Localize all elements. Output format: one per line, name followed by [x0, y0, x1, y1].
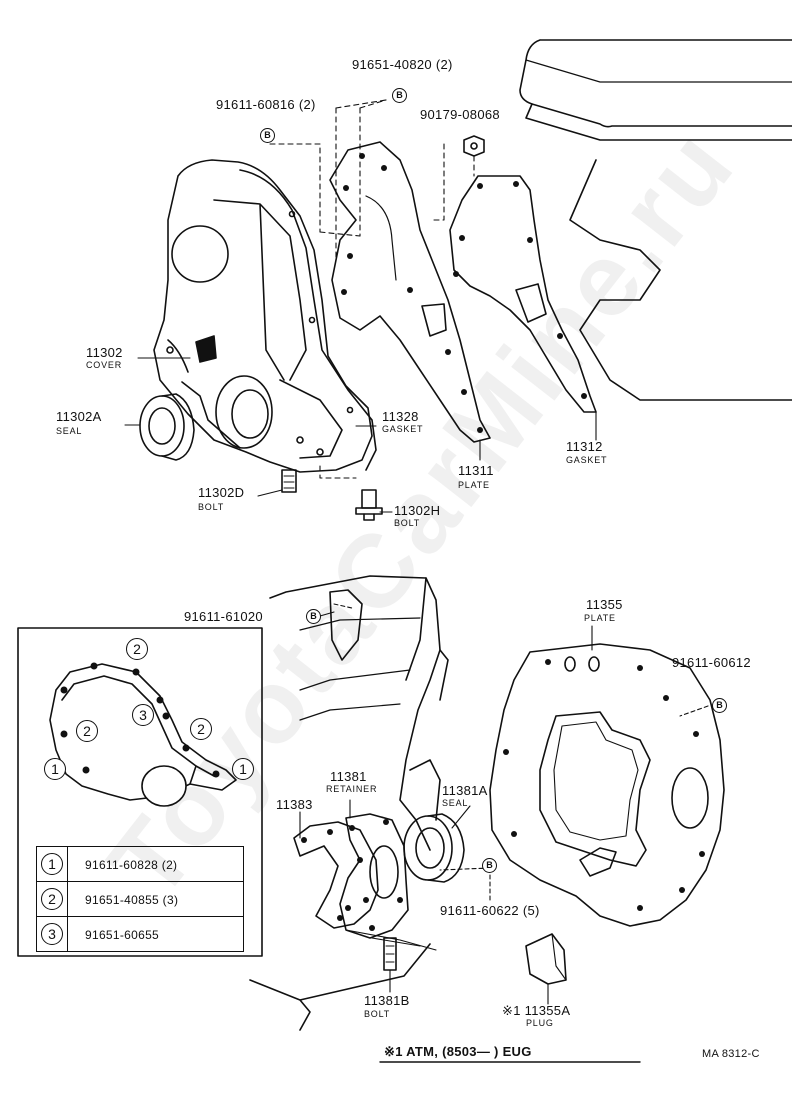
bolt-11381B	[383, 937, 397, 971]
legend-table: 1 91611-60828 (2) 2 91651-40855 (3) 3 91…	[36, 846, 244, 952]
label-11381B: 11381B	[364, 993, 410, 1008]
label-11302D: 11302D	[198, 485, 245, 500]
label-11311-name: PLATE	[458, 480, 490, 490]
bolt-11302H	[355, 489, 383, 521]
label-11383: 11383	[276, 797, 313, 812]
rear-seal	[403, 813, 465, 883]
label-91611-60622: 91611-60622 (5)	[440, 903, 540, 918]
label-11381A-name: SEAL	[442, 798, 469, 808]
label-11355A: ※1 11355A	[502, 1003, 571, 1018]
legend-key: 1	[41, 853, 63, 875]
label-11302A: 11302A	[56, 409, 102, 424]
label-11355A-name: PLUG	[526, 1018, 554, 1028]
label-11381: 11381	[330, 769, 367, 784]
legend-key: 2	[41, 888, 63, 910]
inset-callout: 2	[76, 720, 98, 742]
callout-b-marker: B	[306, 609, 321, 624]
legend-row: 3 91651-60655	[37, 917, 243, 951]
label-11312-name: GASKET	[566, 455, 608, 465]
rear-plate	[489, 643, 725, 927]
label-11302A-name: SEAL	[56, 426, 83, 436]
upper-leaders	[124, 99, 597, 513]
retainer-gasket	[293, 821, 379, 929]
legend-key: 3	[41, 923, 63, 945]
label-91611-61020: 91611-61020	[184, 609, 263, 624]
label-11381B-name: BOLT	[364, 1009, 391, 1019]
label-11328: 11328	[382, 409, 419, 424]
engine-block-lower	[249, 575, 449, 1031]
inset-box	[17, 627, 263, 957]
label-11302H: 11302H	[394, 503, 441, 518]
label-91611-60612: 91611-60612	[672, 655, 751, 670]
label-11302: 11302	[86, 345, 123, 360]
callout-b-marker: B	[392, 88, 407, 103]
callout-b-marker: B	[260, 128, 275, 143]
inset-callout: 3	[132, 704, 154, 726]
nut-90179-08068	[463, 135, 485, 157]
legend-part: 91611-60828 (2)	[85, 858, 178, 872]
label-11302D-name: BOLT	[198, 502, 225, 512]
engine-block-upper	[519, 39, 792, 401]
plate-gasket	[449, 175, 597, 413]
timing-plate	[329, 141, 491, 443]
footnote: ※1 ATM, (8503— ) EUG	[384, 1044, 532, 1059]
timing-cover-gasket	[239, 169, 377, 471]
label-11355-name: PLATE	[584, 613, 616, 623]
callout-b-marker: B	[712, 698, 727, 713]
legend-row: 1 91611-60828 (2)	[37, 847, 243, 882]
legend-part: 91651-60655	[85, 928, 160, 942]
inset-callout: 2	[126, 638, 148, 660]
label-11302H-name: BOLT	[394, 518, 421, 528]
legend-row: 2 91651-40855 (3)	[37, 882, 243, 917]
rear-seal-retainer	[339, 813, 409, 939]
callout-b-marker: B	[482, 858, 497, 873]
timing-cover	[153, 159, 373, 473]
label-11328-name: GASKET	[382, 424, 424, 434]
figure-code: MA 8312-C	[702, 1048, 760, 1060]
front-seal	[139, 393, 195, 461]
label-11355: 11355	[586, 597, 623, 612]
label-90179-08068: 90179-08068	[420, 107, 500, 122]
label-11302-name: COVER	[86, 360, 123, 370]
lower-leaders	[299, 603, 709, 1063]
label-11381-name: RETAINER	[326, 784, 378, 794]
label-91651-40820: 91651-40820 (2)	[352, 57, 453, 72]
label-11381A: 11381A	[442, 783, 488, 798]
label-11311: 11311	[458, 463, 494, 478]
inset-callout: 2	[190, 718, 212, 740]
inset-callout: 1	[232, 758, 254, 780]
bolt-11302D	[281, 469, 297, 493]
legend-part: 91651-40855 (3)	[85, 893, 179, 907]
inset-callout: 1	[44, 758, 66, 780]
label-11312: 11312	[566, 439, 603, 454]
label-91611-60816: 91611-60816 (2)	[216, 97, 316, 112]
plug-11355A	[525, 933, 567, 985]
